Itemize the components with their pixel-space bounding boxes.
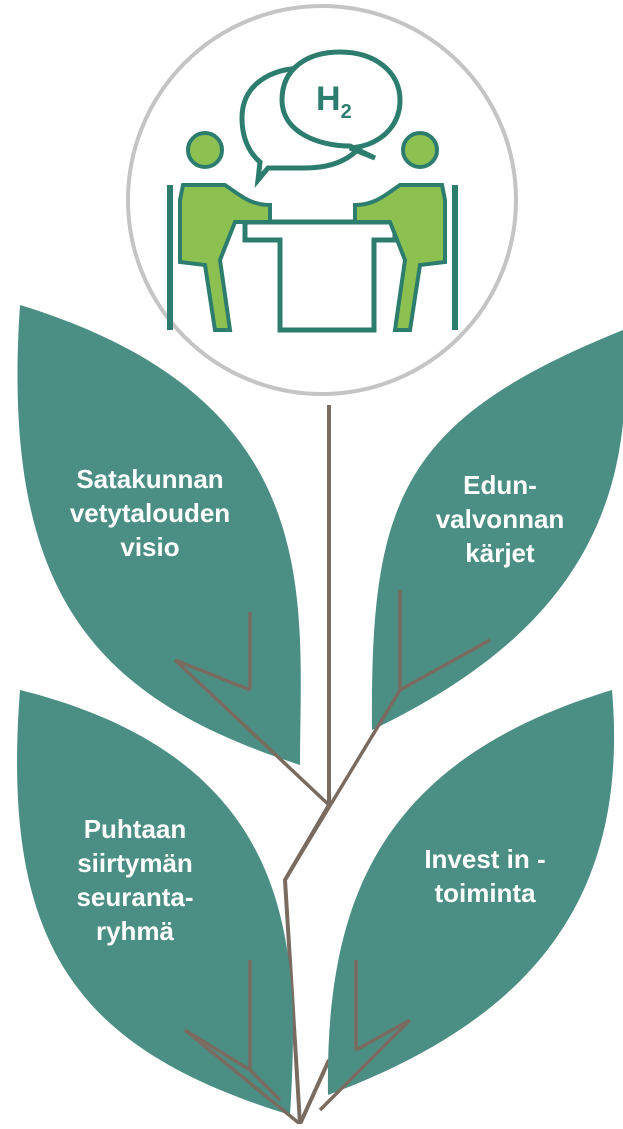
leaf-label-top-left: Satakunnan vetytalouden visio — [45, 462, 255, 564]
leaf-bottom-left — [17, 690, 293, 1115]
leaf-top-right — [371, 330, 623, 730]
leaf-text-line: toiminta — [434, 878, 536, 908]
meeting-hydrogen-icon — [167, 49, 458, 333]
h2-label: H2 — [316, 80, 352, 124]
leaf-top-left — [17, 305, 301, 765]
leaf-text-line: visio — [120, 532, 180, 562]
leaf-label-top-right: Edun- valvonnan kärjet — [395, 468, 605, 570]
leaf-text-line: seuranta- — [76, 882, 194, 912]
leaf-text-line: siirtymän — [77, 848, 193, 878]
h2-subscript: 2 — [340, 100, 352, 123]
leaf-text-line: valvonnan — [435, 504, 565, 534]
leaf-bottom-right — [327, 690, 615, 1095]
leaf-text-line: kärjet — [465, 538, 535, 568]
stem-branch — [298, 1059, 331, 1125]
leaf-label-bottom-left: Puhtaan siirtymän seuranta- ryhmä — [30, 812, 240, 948]
leaf-veins — [173, 590, 491, 1126]
leaf-text-line: Puhtaan — [83, 814, 187, 844]
leaf-label-bottom-right: Invest in - toiminta — [380, 842, 590, 910]
leaf-text-line: vetytalouden — [69, 498, 231, 528]
leaf-text-line: Edun- — [463, 470, 537, 500]
h2-letter: H — [316, 80, 341, 118]
leaf-text-line: Satakunnan — [76, 464, 224, 494]
leaf-text-line: ryhmä — [95, 916, 175, 946]
leaf-text-line: Invest in - — [424, 844, 546, 874]
